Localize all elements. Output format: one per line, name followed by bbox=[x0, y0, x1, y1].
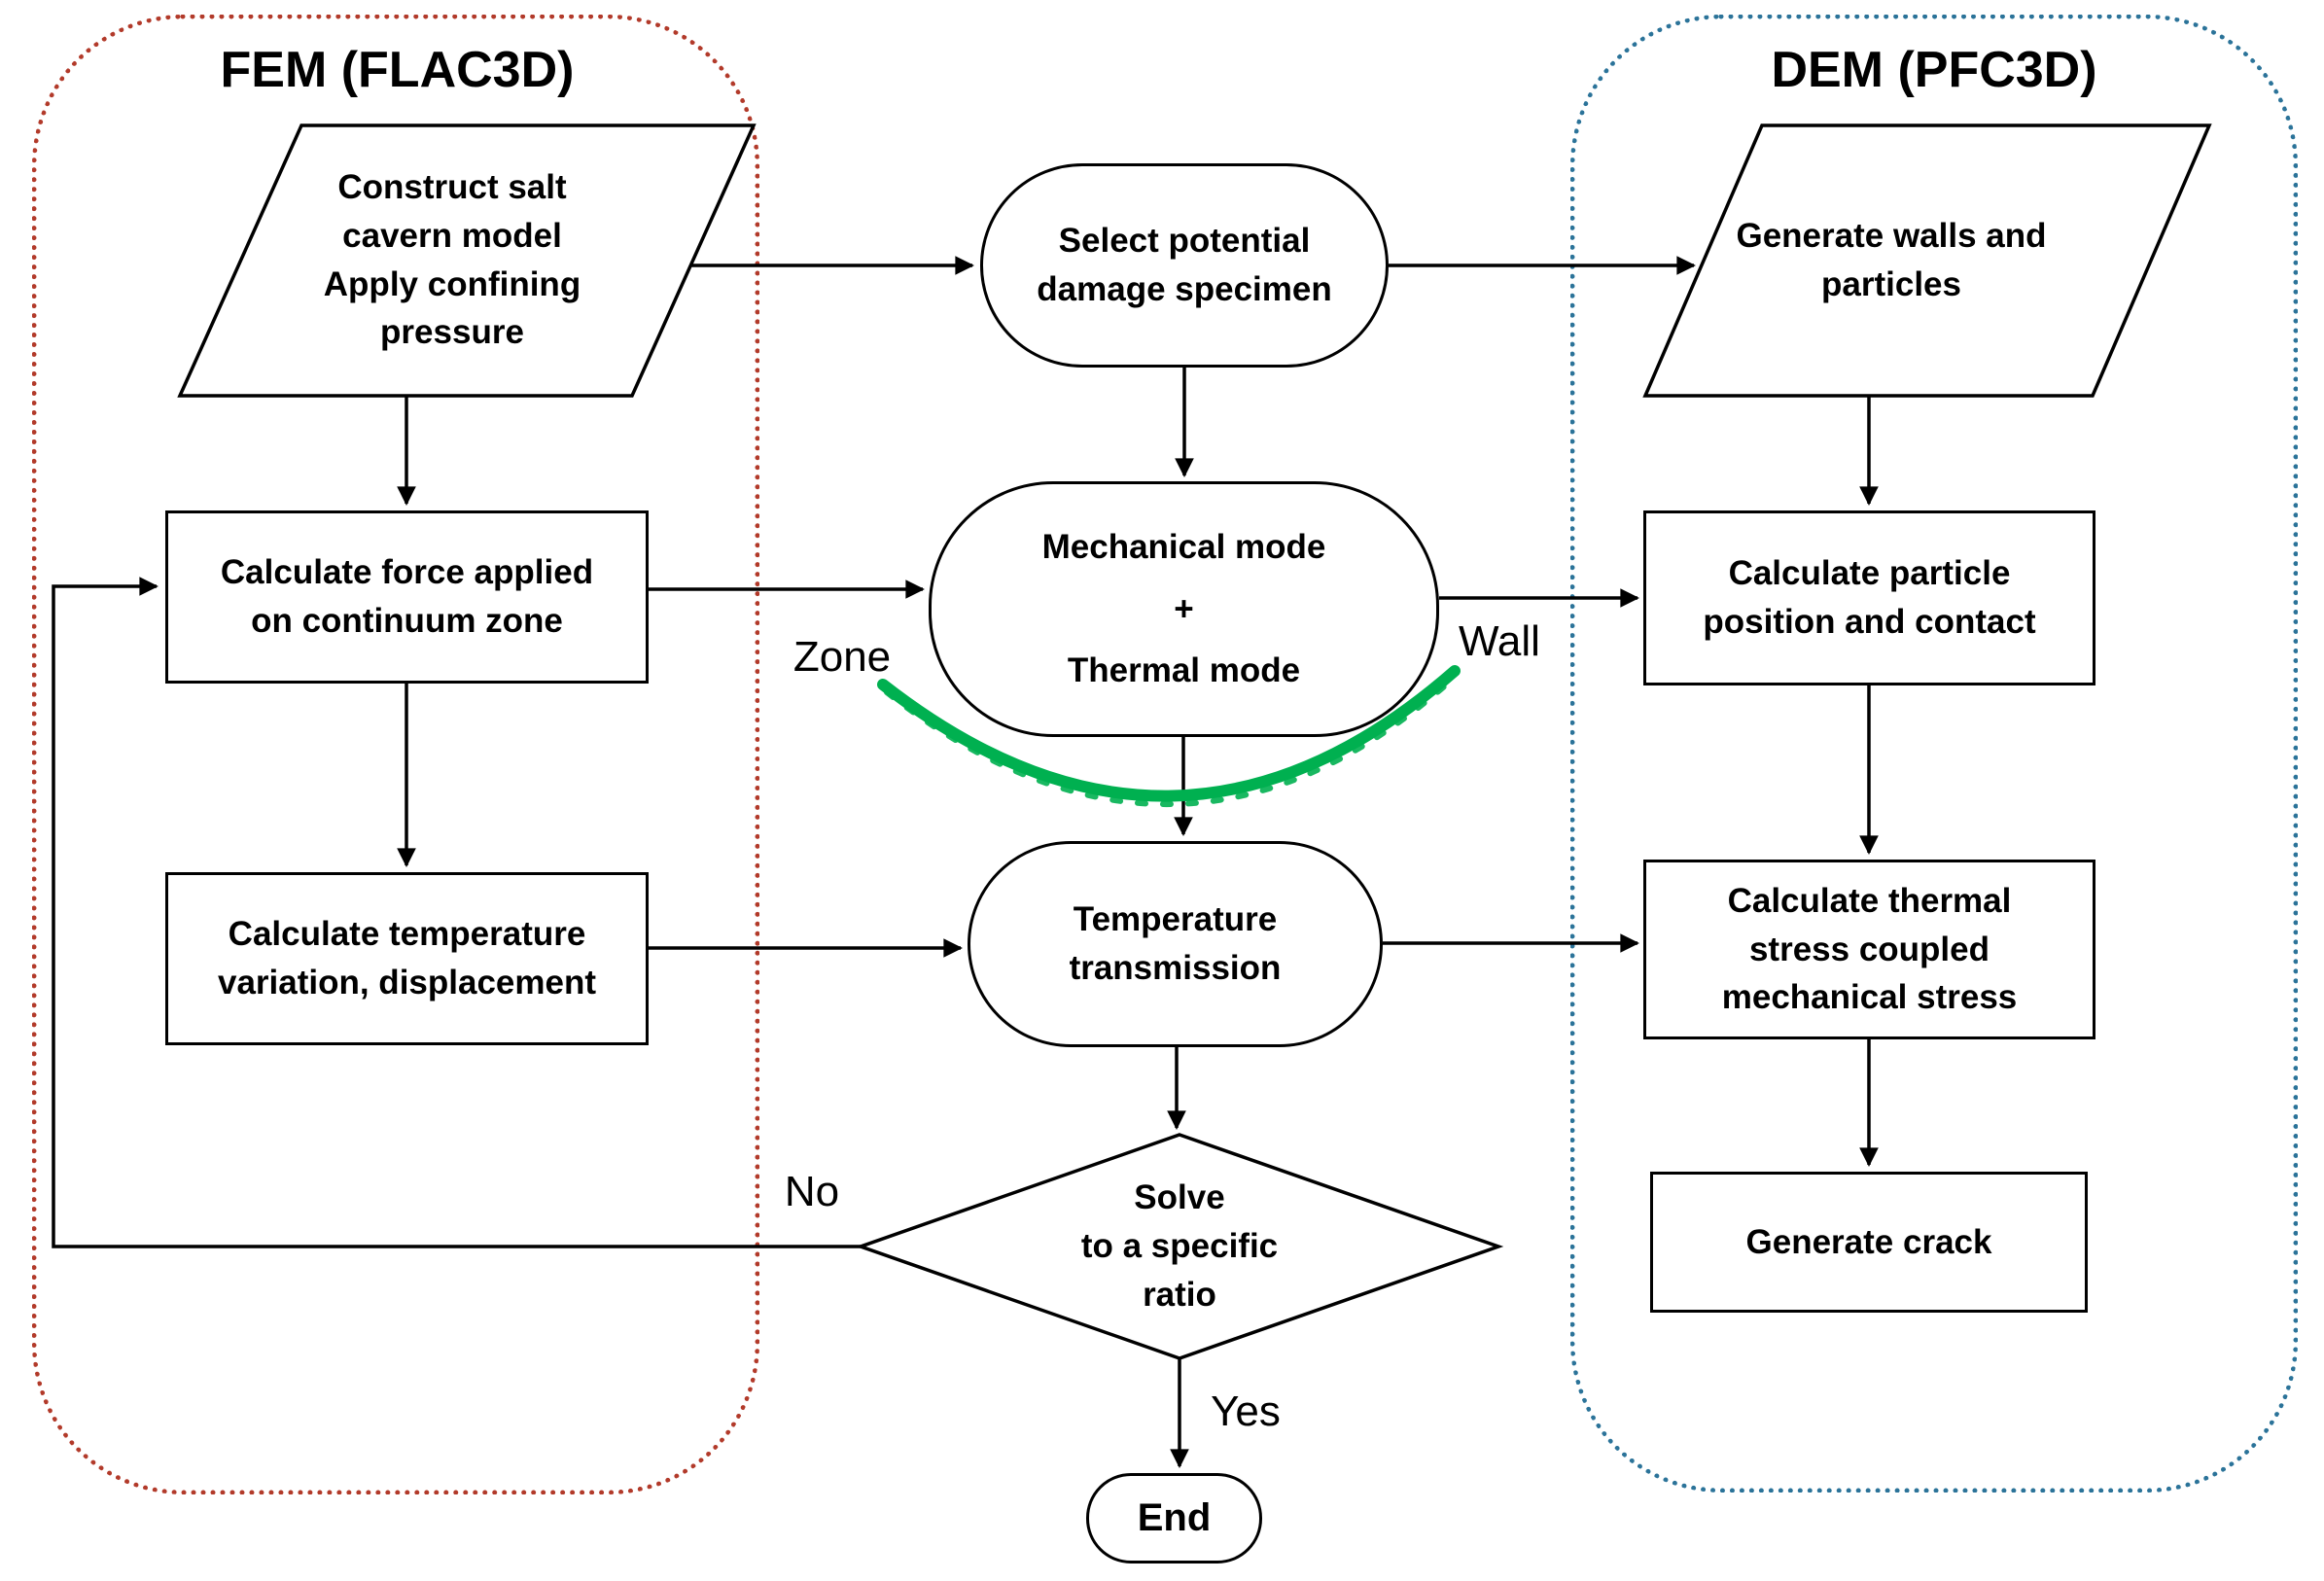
fem-region-outline bbox=[32, 15, 759, 1494]
transmission-stadium-label: Temperature transmission bbox=[1069, 900, 1282, 987]
modes-stadium: Mechanical mode + Thermal mode bbox=[929, 481, 1439, 737]
select-stadium: Select potential damage specimen bbox=[980, 163, 1389, 368]
yes-label: Yes bbox=[1211, 1388, 1281, 1435]
coupling-curve bbox=[877, 665, 1461, 802]
construct-parallelogram bbox=[177, 123, 757, 398]
thermal-box: Calculate thermal stress coupled mechani… bbox=[1643, 860, 2095, 1039]
crack-box: Generate crack bbox=[1650, 1172, 2088, 1313]
zone-label: Zone bbox=[792, 633, 892, 681]
generate-walls-parallelogram bbox=[1642, 123, 2212, 398]
dem-region-outline bbox=[1570, 15, 2298, 1493]
temperature-box-label: Calculate temperature variation, displac… bbox=[217, 915, 597, 1001]
select-stadium-label: Select potential damage specimen bbox=[1037, 222, 1332, 308]
coupling-curve-texture bbox=[884, 678, 1454, 808]
transmission-stadium: Temperature transmission bbox=[968, 841, 1383, 1047]
modes-stadium-label: Mechanical mode + Thermal mode bbox=[1041, 527, 1326, 690]
decision-diamond bbox=[855, 1133, 1504, 1360]
temperature-box: Calculate temperature variation, displac… bbox=[165, 872, 649, 1045]
force-box-label: Calculate force applied on continuum zon… bbox=[220, 553, 594, 640]
particle-box-label: Calculate particle position and contact bbox=[1703, 554, 2036, 641]
dem-title: DEM (PFC3D) bbox=[1771, 42, 2097, 98]
end-stadium-label: End bbox=[1137, 1496, 1212, 1540]
crack-box-label: Generate crack bbox=[1745, 1222, 1992, 1261]
arrow-no-loop bbox=[52, 577, 861, 1248]
fem-title: FEM (FLAC3D) bbox=[220, 42, 575, 98]
no-label: No bbox=[784, 1168, 840, 1215]
end-stadium: End bbox=[1086, 1473, 1262, 1563]
thermal-box-label: Calculate thermal stress coupled mechani… bbox=[1721, 881, 2018, 1017]
particle-box: Calculate particle position and contact bbox=[1643, 510, 2095, 685]
force-box: Calculate force applied on continuum zon… bbox=[165, 510, 649, 684]
wall-label: Wall bbox=[1459, 617, 1540, 665]
